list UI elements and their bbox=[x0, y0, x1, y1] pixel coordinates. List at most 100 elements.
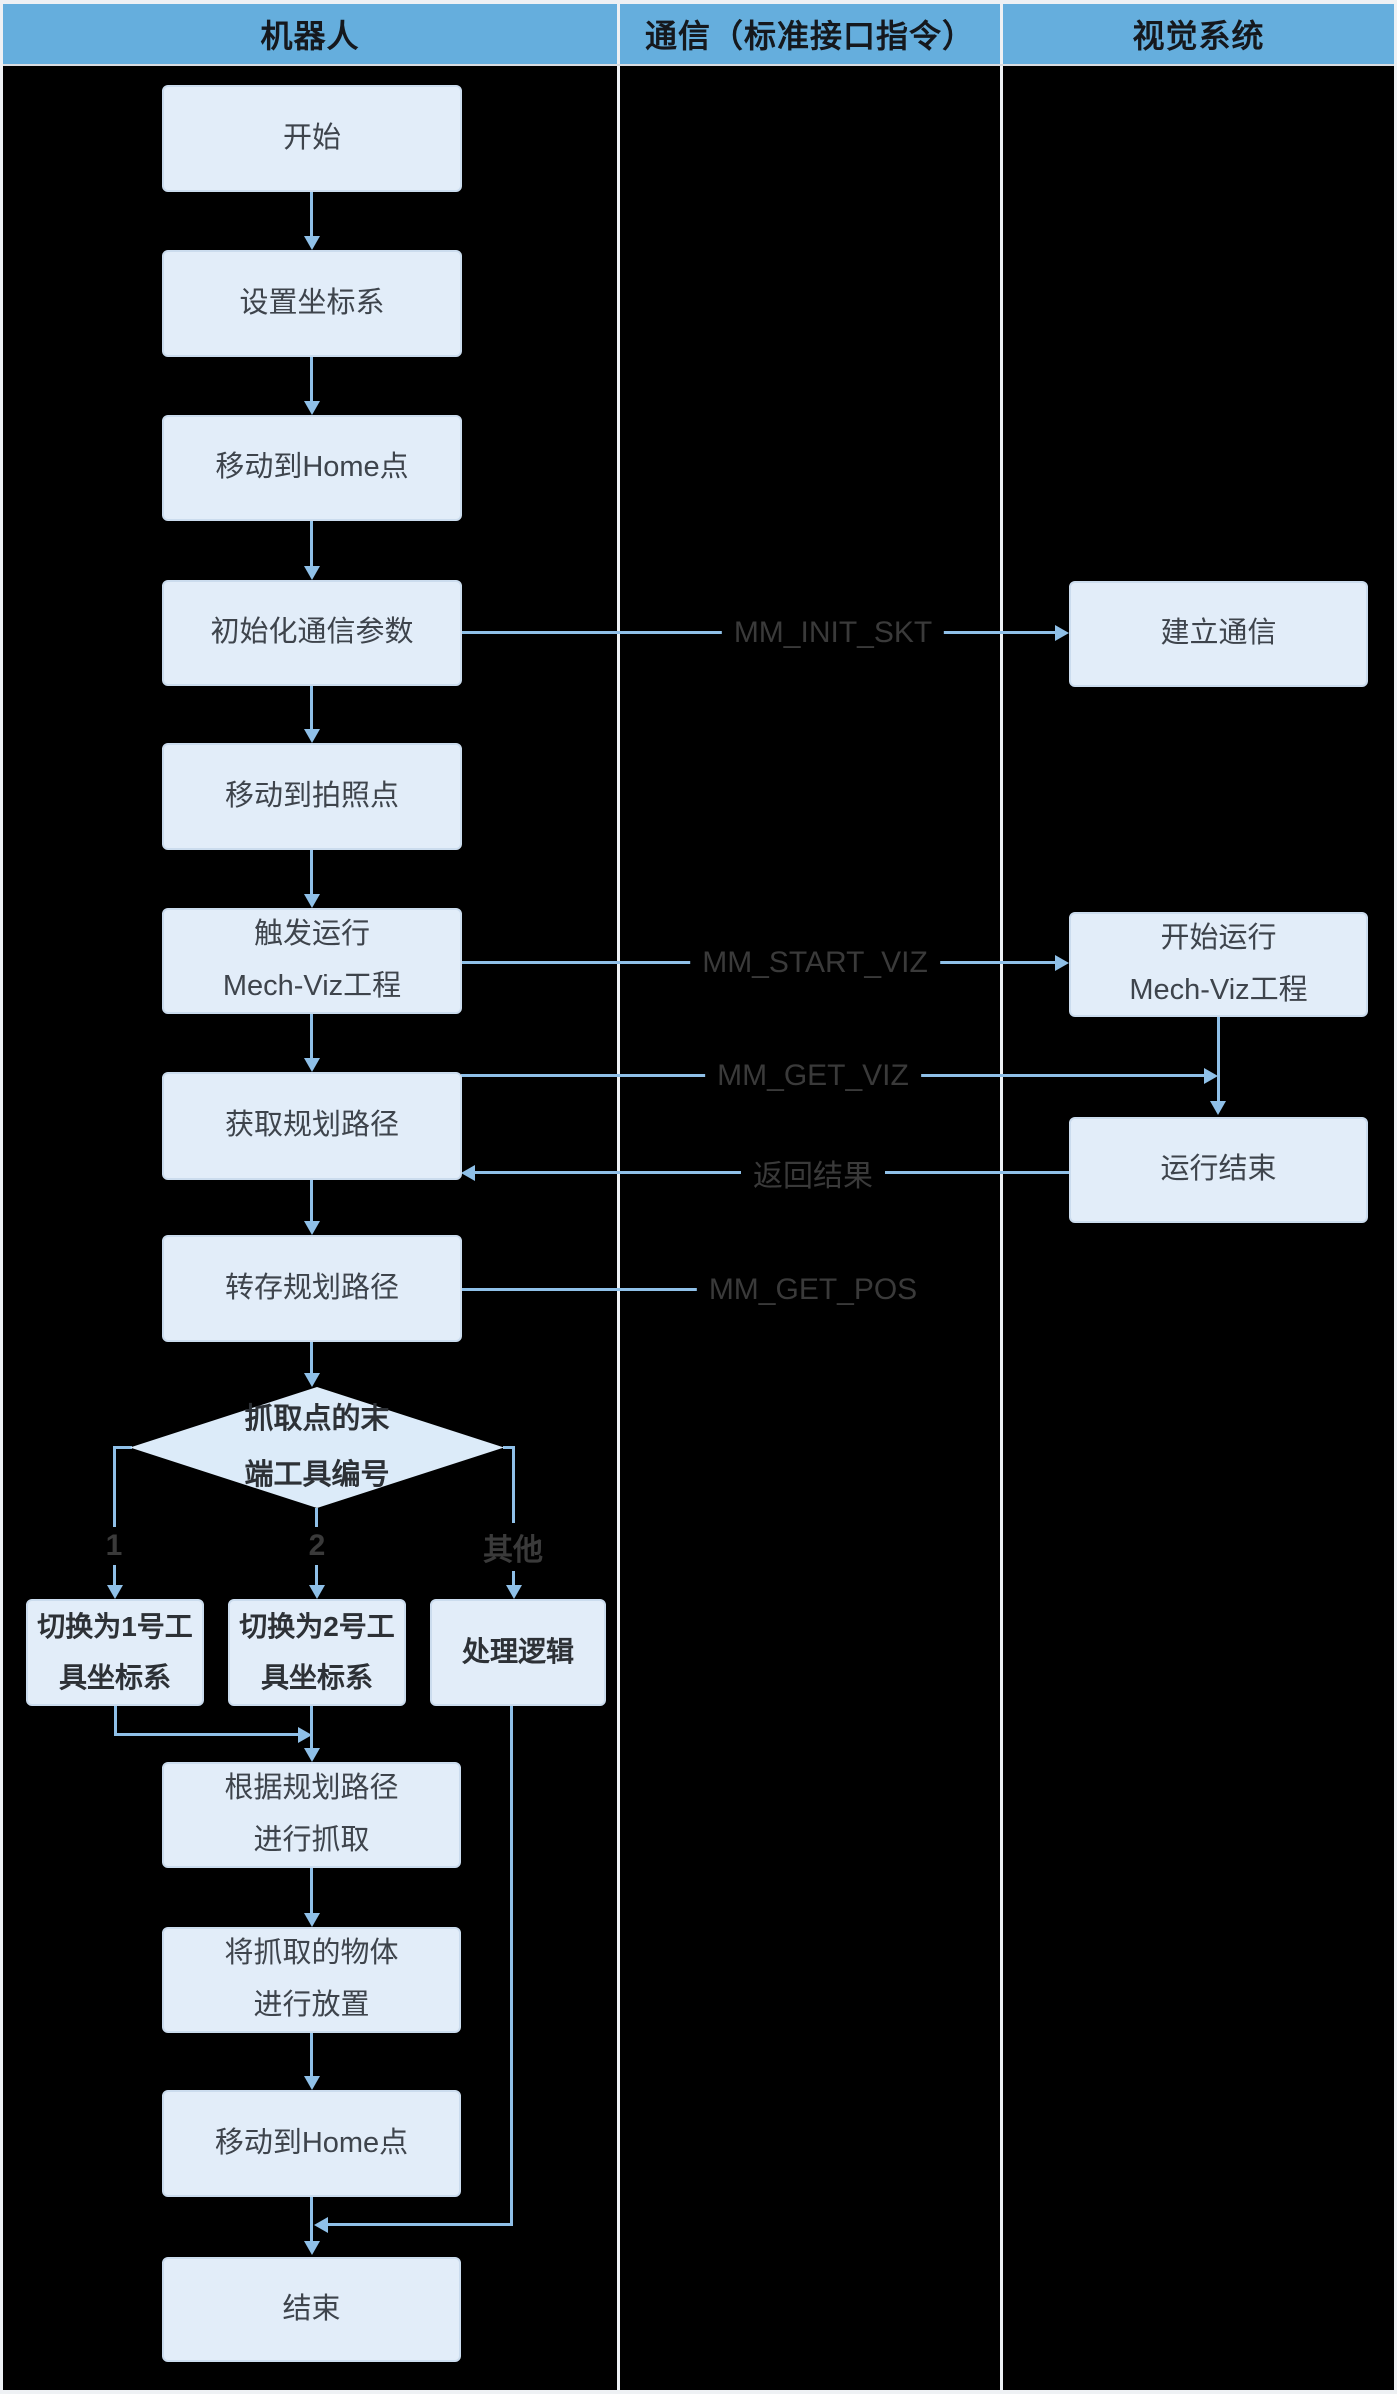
arrowhead-down bbox=[304, 236, 320, 250]
arrowhead-down bbox=[304, 2241, 320, 2255]
node-establish-communication-label: 建立通信 bbox=[1160, 617, 1277, 650]
label-branch-2: 2 bbox=[296, 1527, 338, 1565]
label-return-result: 返回结果 bbox=[741, 1149, 885, 1197]
node-switch-tool1-line2: 具坐标系 bbox=[58, 1661, 171, 1693]
connector-savepath-decision bbox=[310, 1342, 313, 1374]
arrowhead-down bbox=[309, 1585, 325, 1599]
arrowhead-down bbox=[304, 729, 320, 743]
node-end-label: 结束 bbox=[282, 2292, 341, 2325]
lane-header-communication: 通信（标准接口指令） bbox=[620, 4, 1000, 64]
node-switch-tool2-line1: 切换为2号工 bbox=[239, 1611, 395, 1643]
node-start: 开始 bbox=[162, 85, 462, 192]
decision-label-line1: 抓取点的末 bbox=[244, 1403, 390, 1436]
node-get-planned-path-label: 获取规划路径 bbox=[224, 1109, 399, 1142]
node-move-photo-point: 移动到拍照点 bbox=[162, 743, 462, 850]
node-move-home-1: 移动到Home点 bbox=[162, 415, 462, 521]
node-place-object: 将抓取的物体 进行放置 bbox=[162, 1927, 461, 2033]
node-switch-tool2-frame: 切换为2号工 具坐标系 bbox=[228, 1599, 406, 1706]
connector-tool2-pick bbox=[310, 1706, 313, 1750]
node-set-coordinate-frame-label: 设置坐标系 bbox=[239, 286, 385, 319]
node-switch-tool1-line1: 切换为1号工 bbox=[37, 1611, 193, 1643]
connector-tool1-down bbox=[114, 1706, 117, 1736]
arrowhead-down bbox=[1210, 1101, 1226, 1115]
node-move-home-1-label: 移动到Home点 bbox=[215, 451, 409, 484]
connector-pick-place bbox=[310, 1868, 313, 1914]
arrowhead-down bbox=[304, 1748, 320, 1762]
decision-end-tool-number: 抓取点的末 端工具编号 bbox=[130, 1387, 504, 1508]
border-left bbox=[0, 0, 3, 2394]
label-branch-1: 1 bbox=[93, 1527, 135, 1565]
node-establish-communication: 建立通信 bbox=[1069, 581, 1368, 687]
arrowhead-down bbox=[107, 1585, 123, 1599]
border-right bbox=[1394, 0, 1397, 2394]
label-branch-other: 其他 bbox=[471, 1523, 555, 1571]
node-start-label: 开始 bbox=[282, 121, 341, 154]
connector-place-home2 bbox=[310, 2033, 313, 2077]
connector-getpath-savepath bbox=[310, 1180, 313, 1222]
node-init-comm-params: 初始化通信参数 bbox=[162, 580, 462, 686]
arrowhead-down bbox=[304, 1913, 320, 1927]
header-underline bbox=[3, 64, 1394, 66]
arrowhead-left bbox=[461, 1165, 475, 1181]
node-pick-by-path: 根据规划路径 进行抓取 bbox=[162, 1762, 461, 1868]
connector-tool1-merge-horizontal bbox=[114, 1733, 298, 1736]
arrowhead-right bbox=[1055, 955, 1069, 971]
arrowhead-down bbox=[304, 1058, 320, 1072]
node-trigger-mechviz-line2: Mech-Viz工程 bbox=[222, 970, 402, 1002]
node-start-running-mechviz: 开始运行 Mech-Viz工程 bbox=[1069, 912, 1368, 1017]
node-move-home-2: 移动到Home点 bbox=[162, 2090, 461, 2197]
node-pick-by-path-line2: 进行抓取 bbox=[253, 1824, 370, 1856]
node-place-object-line1: 将抓取的物体 bbox=[224, 1937, 399, 1970]
label-mm-get-pos: MM_GET_POS bbox=[696, 1271, 930, 1309]
border-bottom bbox=[0, 2390, 1397, 2394]
node-switch-tool1-frame: 切换为1号工 具坐标系 bbox=[26, 1599, 204, 1706]
connector-home1-initcomm bbox=[310, 521, 313, 567]
node-set-coordinate-frame: 设置坐标系 bbox=[162, 250, 462, 357]
connector-trigger-getpath bbox=[310, 1014, 313, 1059]
connector-photo-trigger bbox=[310, 850, 313, 895]
connector-mm-get-pos bbox=[461, 1288, 719, 1291]
node-pick-by-path-line1: 根据规划路径 bbox=[224, 1772, 399, 1805]
node-init-comm-params-label: 初始化通信参数 bbox=[210, 616, 414, 649]
arrowhead-down bbox=[304, 1373, 320, 1387]
lane-header-vision: 视觉系统 bbox=[1003, 4, 1394, 64]
lane-header-robot-label: 机器人 bbox=[260, 18, 360, 54]
label-mm-start-viz: MM_START_VIZ bbox=[690, 944, 940, 982]
node-switch-tool2-line2: 具坐标系 bbox=[260, 1661, 373, 1693]
connector-logic-bypass-vertical bbox=[510, 1706, 513, 2226]
node-get-planned-path: 获取规划路径 bbox=[162, 1072, 462, 1180]
label-mm-get-viz: MM_GET_VIZ bbox=[705, 1057, 921, 1095]
node-start-running-mechviz-line2: Mech-Viz工程 bbox=[1129, 973, 1308, 1006]
node-trigger-mechviz: 触发运行 Mech-Viz工程 bbox=[162, 908, 462, 1014]
arrowhead-right bbox=[1204, 1068, 1218, 1084]
node-handle-logic: 处理逻辑 bbox=[430, 1599, 606, 1706]
node-run-finished: 运行结束 bbox=[1069, 1117, 1368, 1223]
label-mm-init-skt: MM_INIT_SKT bbox=[721, 614, 945, 652]
lane-divider-1 bbox=[617, 4, 620, 2390]
node-handle-logic-label: 处理逻辑 bbox=[461, 1636, 574, 1668]
arrowhead-down bbox=[304, 401, 320, 415]
connector-setframe-home1 bbox=[310, 357, 313, 402]
connector-start-setframe bbox=[310, 192, 313, 237]
arrowhead-down bbox=[506, 1585, 522, 1599]
node-save-planned-path: 转存规划路径 bbox=[162, 1235, 462, 1342]
arrowhead-left bbox=[314, 2217, 328, 2233]
node-run-finished-label: 运行结束 bbox=[1160, 1153, 1277, 1186]
arrowhead-down bbox=[304, 566, 320, 580]
node-save-planned-path-label: 转存规划路径 bbox=[224, 1271, 399, 1304]
connector-branch-other-vertical bbox=[512, 1446, 515, 1588]
arrowhead-down bbox=[304, 1221, 320, 1235]
node-place-object-line2: 进行放置 bbox=[253, 1989, 370, 2021]
connector-decision-left-stub bbox=[114, 1446, 132, 1449]
node-move-home-2-label: 移动到Home点 bbox=[214, 2126, 409, 2159]
connector-home2-end bbox=[310, 2196, 313, 2244]
node-move-photo-point-label: 移动到拍照点 bbox=[224, 779, 399, 812]
node-start-running-mechviz-line1: 开始运行 bbox=[1160, 921, 1277, 954]
arrowhead-down bbox=[304, 2076, 320, 2090]
arrowhead-right bbox=[1055, 625, 1069, 641]
connector-initcomm-photo bbox=[310, 686, 313, 730]
connector-branch1-vertical bbox=[113, 1446, 116, 1588]
decision-label-line2: 端工具编号 bbox=[244, 1458, 390, 1491]
lane-header-communication-label: 通信（标准接口指令） bbox=[644, 18, 975, 54]
